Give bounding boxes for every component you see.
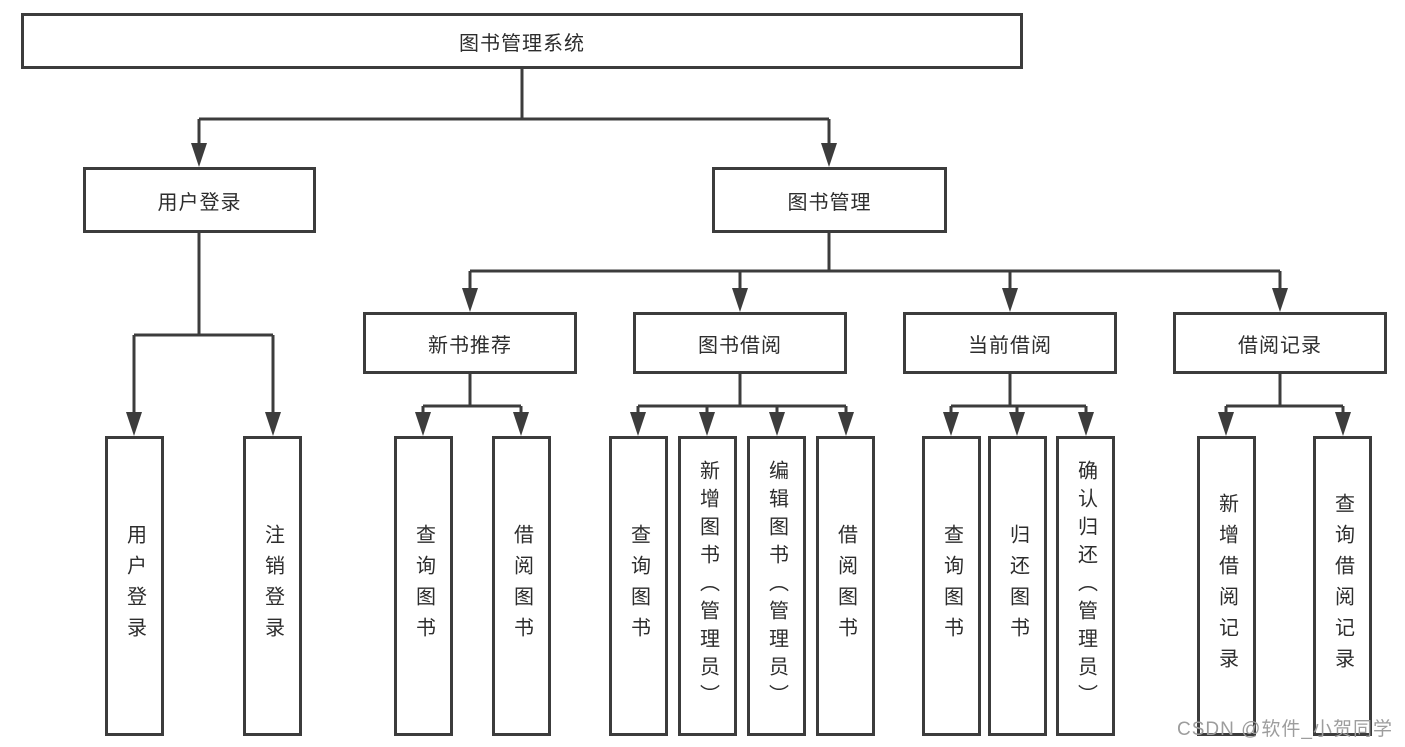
arrowhead-icon (415, 412, 431, 436)
leaf-current-query-book: 查询图书 (922, 436, 981, 736)
arrowhead-icon (1009, 412, 1025, 436)
node-system-root: 图书管理系统 (21, 13, 1023, 69)
node-borrow-record: 借阅记录 (1173, 312, 1387, 374)
leaf-query-borrow-record: 查询借阅记录 (1313, 436, 1372, 736)
connector-current-to-leaves (943, 374, 1094, 436)
leaf-recommend-borrow-book: 借阅图书 (492, 436, 551, 736)
node-book-management-branch: 图书管理 (712, 167, 947, 233)
arrowhead-icon (769, 412, 785, 436)
connector-root-to-branches (191, 69, 837, 167)
node-user-login-branch: 用户登录 (83, 167, 316, 233)
leaf-edit-book-admin: 编辑图书（管理员） (747, 436, 806, 736)
csdn-watermark: CSDN @软件_小贺同学 (1177, 719, 1393, 740)
connector-record-to-leaves (1218, 374, 1351, 436)
node-current-borrow: 当前借阅 (903, 312, 1117, 374)
connector-recommend-to-leaves (415, 374, 529, 436)
leaf-return-book: 归还图书 (988, 436, 1047, 736)
leaf-recommend-query-book: 查询图书 (394, 436, 453, 736)
connector-user-login-to-leaves (126, 233, 281, 436)
arrowhead-icon (1002, 288, 1018, 312)
leaf-confirm-return-admin: 确认归还（管理员） (1056, 436, 1115, 736)
leaf-user-login: 用户登录 (105, 436, 164, 736)
arrowhead-icon (191, 143, 207, 167)
arrowhead-icon (732, 288, 748, 312)
node-new-book-recommend: 新书推荐 (363, 312, 577, 374)
arrowhead-icon (943, 412, 959, 436)
leaf-borrow-book: 借阅图书 (816, 436, 875, 736)
arrowhead-icon (821, 143, 837, 167)
arrowhead-icon (699, 412, 715, 436)
node-book-borrow: 图书借阅 (633, 312, 847, 374)
arrowhead-icon (265, 412, 281, 436)
arrowhead-icon (1272, 288, 1288, 312)
connector-borrow-to-leaves (630, 374, 854, 436)
leaf-logout: 注销登录 (243, 436, 302, 736)
arrowhead-icon (1078, 412, 1094, 436)
leaf-borrow-query-book: 查询图书 (609, 436, 668, 736)
arrowhead-icon (513, 412, 529, 436)
connector-book-management-to-modules (462, 233, 1288, 312)
leaf-add-borrow-record: 新增借阅记录 (1197, 436, 1256, 736)
arrowhead-icon (462, 288, 478, 312)
arrowhead-icon (838, 412, 854, 436)
arrowhead-icon (126, 412, 142, 436)
leaf-add-book-admin: 新增图书（管理员） (678, 436, 737, 736)
arrowhead-icon (1218, 412, 1234, 436)
arrowhead-icon (1335, 412, 1351, 436)
arrowhead-icon (630, 412, 646, 436)
